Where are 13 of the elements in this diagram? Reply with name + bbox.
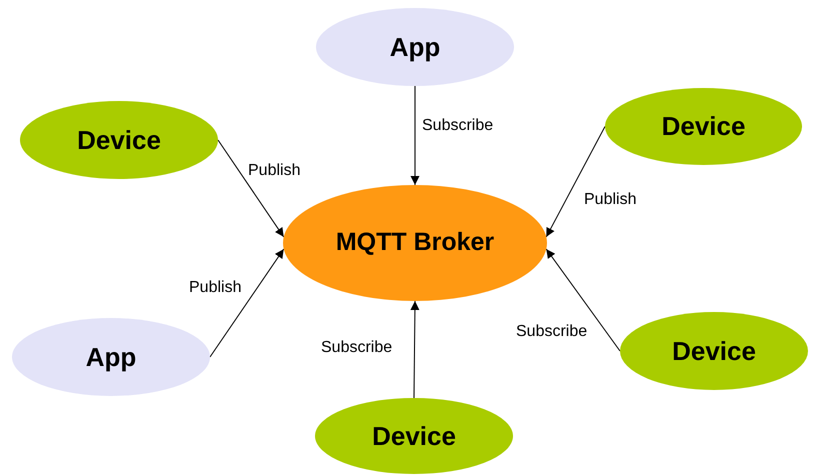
node-label: MQTT Broker <box>336 227 494 258</box>
arrow <box>546 248 620 352</box>
arrow <box>210 248 284 358</box>
arrow <box>410 86 420 186</box>
arrow <box>218 140 284 238</box>
arrow <box>410 300 420 398</box>
node-label: Device <box>672 334 756 368</box>
arrow <box>546 126 606 238</box>
node-label: Device <box>662 110 746 143</box>
node-label: App <box>86 340 136 374</box>
node-label: Device <box>372 420 456 452</box>
node-label: App <box>390 30 440 64</box>
node-label: Device <box>77 124 161 156</box>
